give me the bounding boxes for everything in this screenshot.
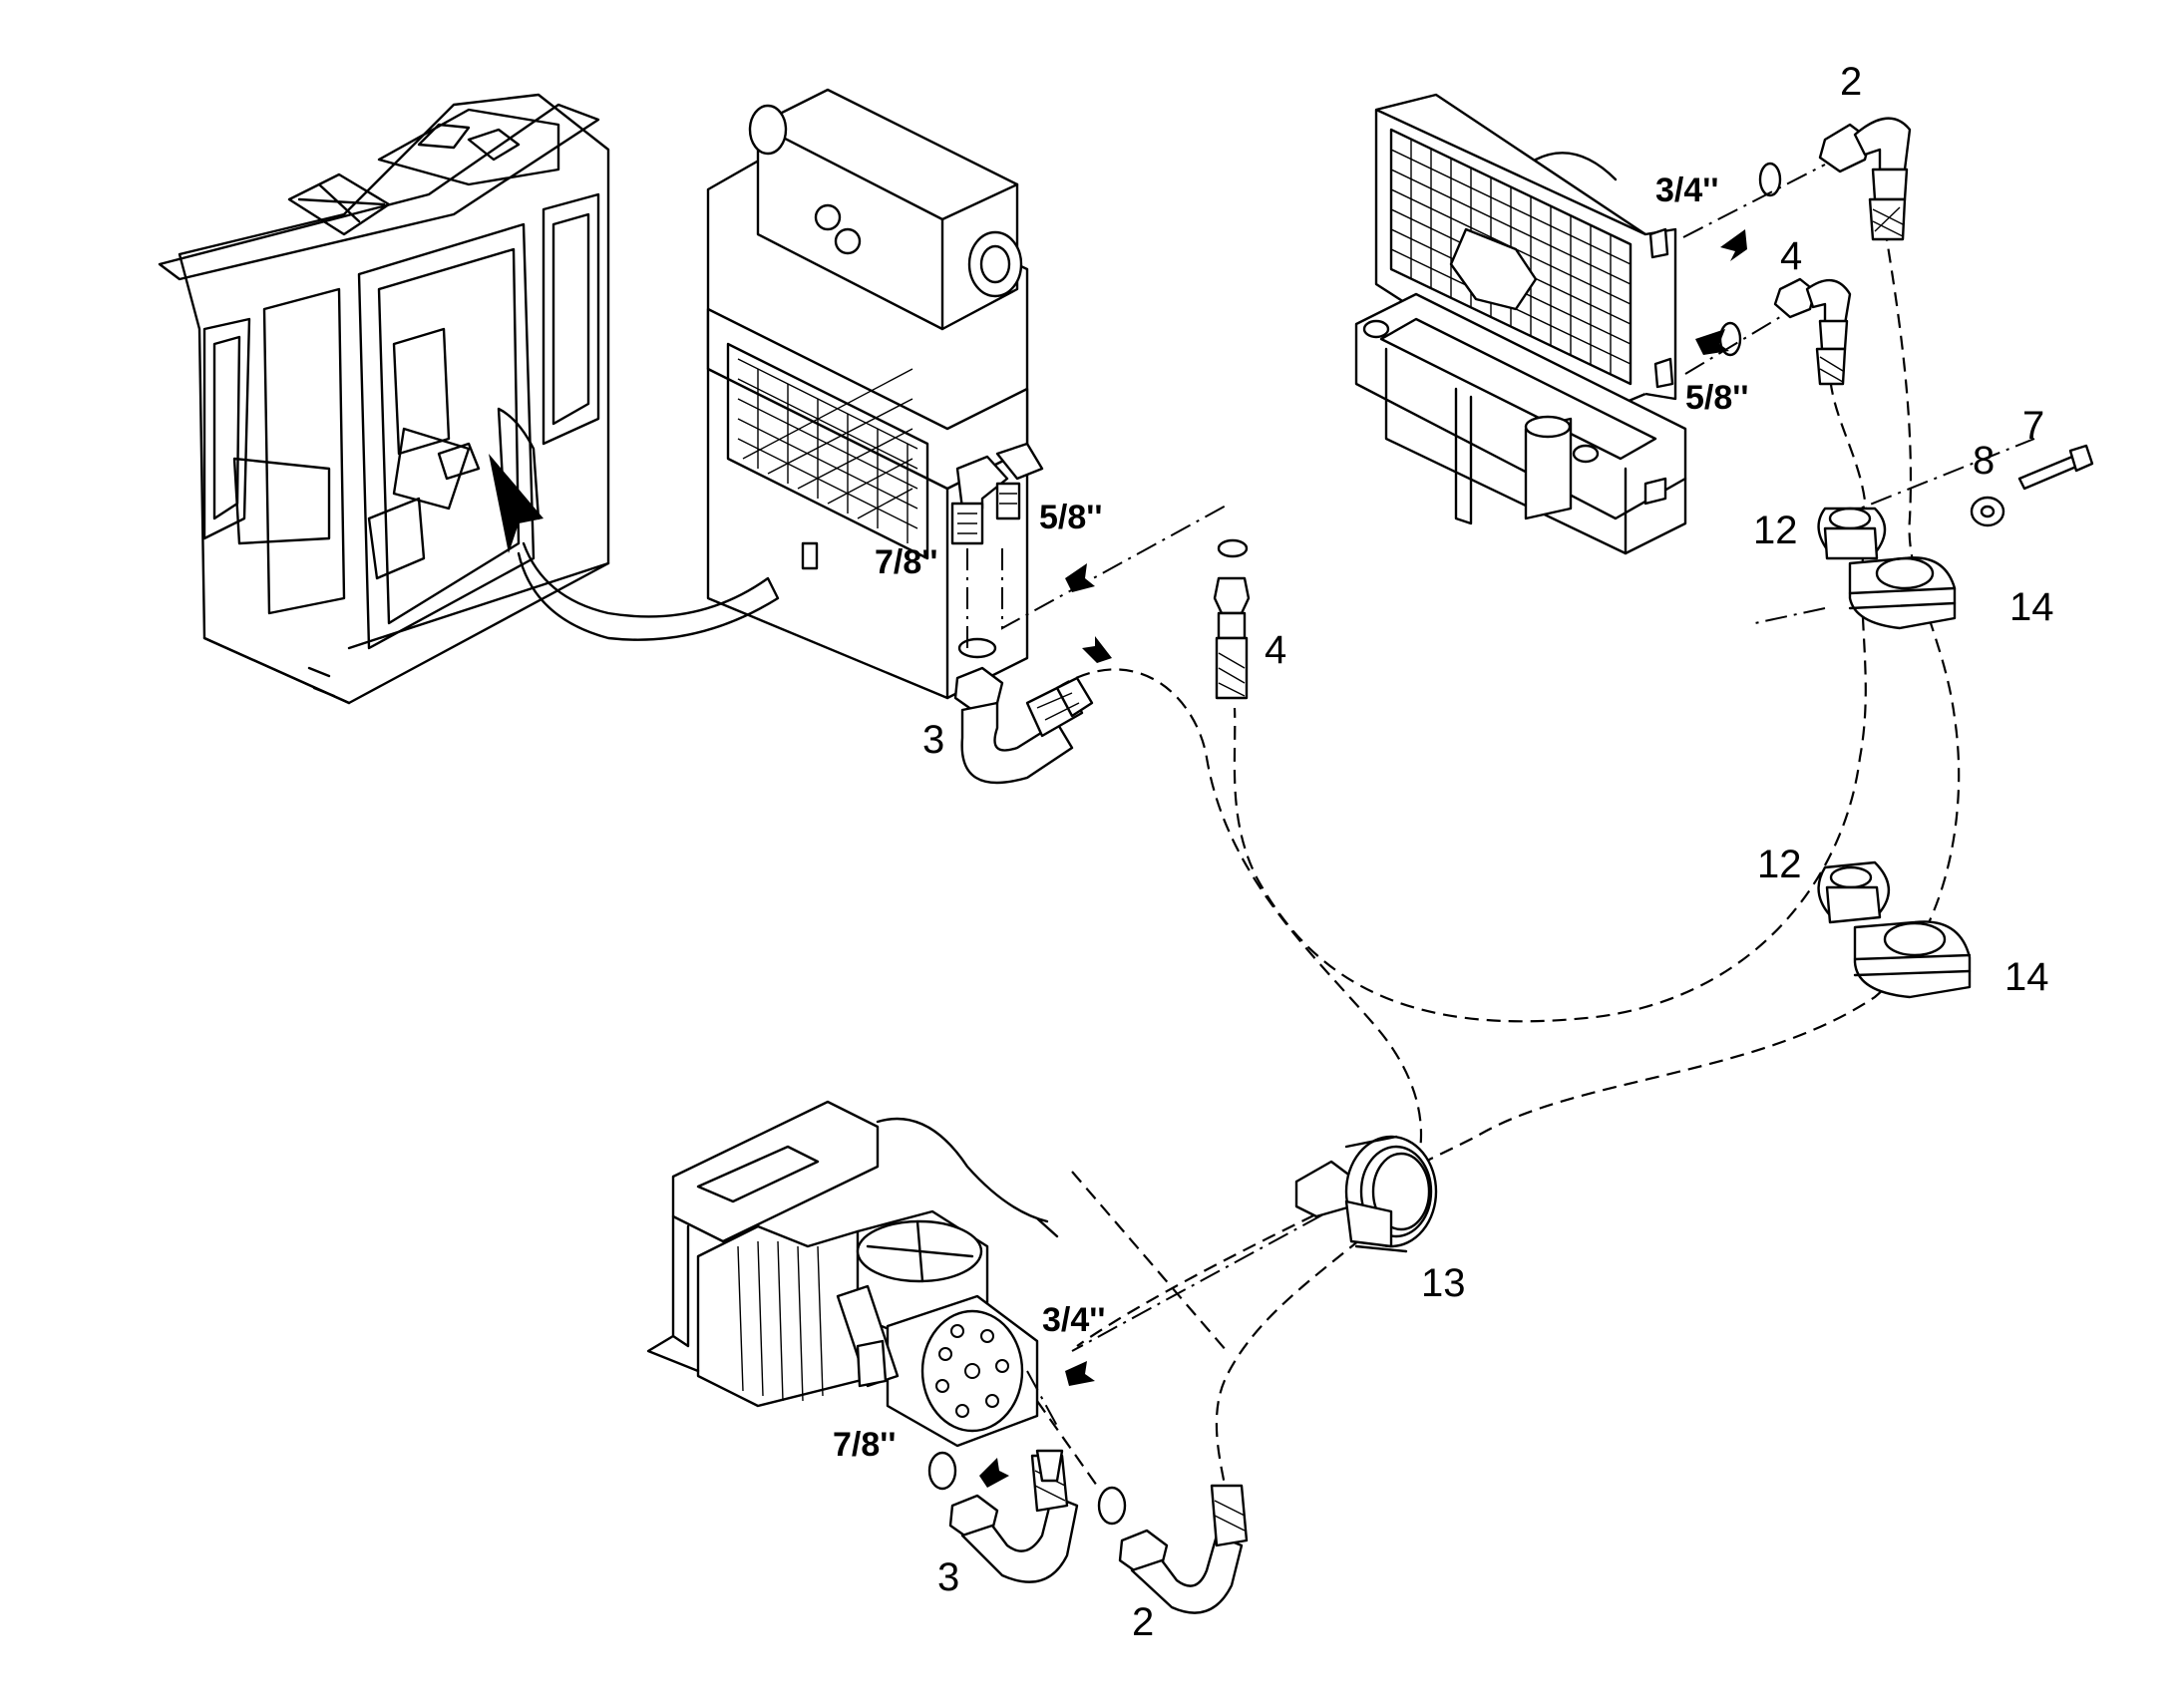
label-size-58-top: 5/8'' [1685, 379, 1748, 417]
part-labels: 2 4 3/4'' 5/8'' 7 8 12 14 5/8'' 7/8'' 4 … [833, 60, 2054, 1644]
condenser-unit [1354, 93, 1687, 555]
label-size-58-mid: 5/8'' [1039, 499, 1102, 536]
label-clamp-14-upper: 14 [2009, 585, 2054, 629]
compressor [646, 1100, 1059, 1448]
bolt-7 [2017, 444, 2094, 491]
label-fitting-3-bottom: 3 [937, 1555, 959, 1599]
label-size-34-top: 3/4'' [1655, 171, 1718, 209]
operator-cab [158, 93, 780, 705]
washer-8 [1970, 496, 2005, 527]
label-size-34-bottom: 3/4'' [1042, 1301, 1105, 1339]
fitting-3-bottom [948, 1449, 1079, 1583]
label-part-7: 7 [2022, 404, 2044, 448]
evaporator-unit [706, 88, 1044, 700]
label-fitting-3-mid: 3 [922, 718, 944, 762]
fitting-2-top [1818, 117, 1912, 241]
label-fitting-2-top: 2 [1840, 60, 1862, 104]
fitting-2-bottom [1118, 1484, 1249, 1614]
label-clamp-12-lower: 12 [1757, 843, 1802, 886]
clamp-assembly-lower [1817, 860, 1972, 999]
label-part-8: 8 [1973, 439, 1995, 483]
label-fitting-4-top: 4 [1780, 234, 1802, 278]
label-clamp-14-lower: 14 [2004, 955, 2049, 999]
fitting-4-top [1773, 277, 1852, 386]
flow-arrows [979, 229, 1747, 1488]
fitting-4-mid [1213, 576, 1251, 700]
clamp-assembly-upper [1817, 507, 1957, 630]
label-size-78-bottom: 7/8'' [833, 1426, 896, 1464]
grommet-13 [1294, 1135, 1438, 1253]
label-fitting-2-bottom: 2 [1132, 1600, 1154, 1644]
label-clamp-12-upper: 12 [1753, 509, 1798, 552]
label-grommet-13: 13 [1421, 1261, 1466, 1305]
label-size-78-mid: 7/8'' [875, 543, 937, 581]
fitting-3-mid [953, 666, 1094, 785]
label-fitting-4-mid: 4 [1265, 628, 1286, 672]
